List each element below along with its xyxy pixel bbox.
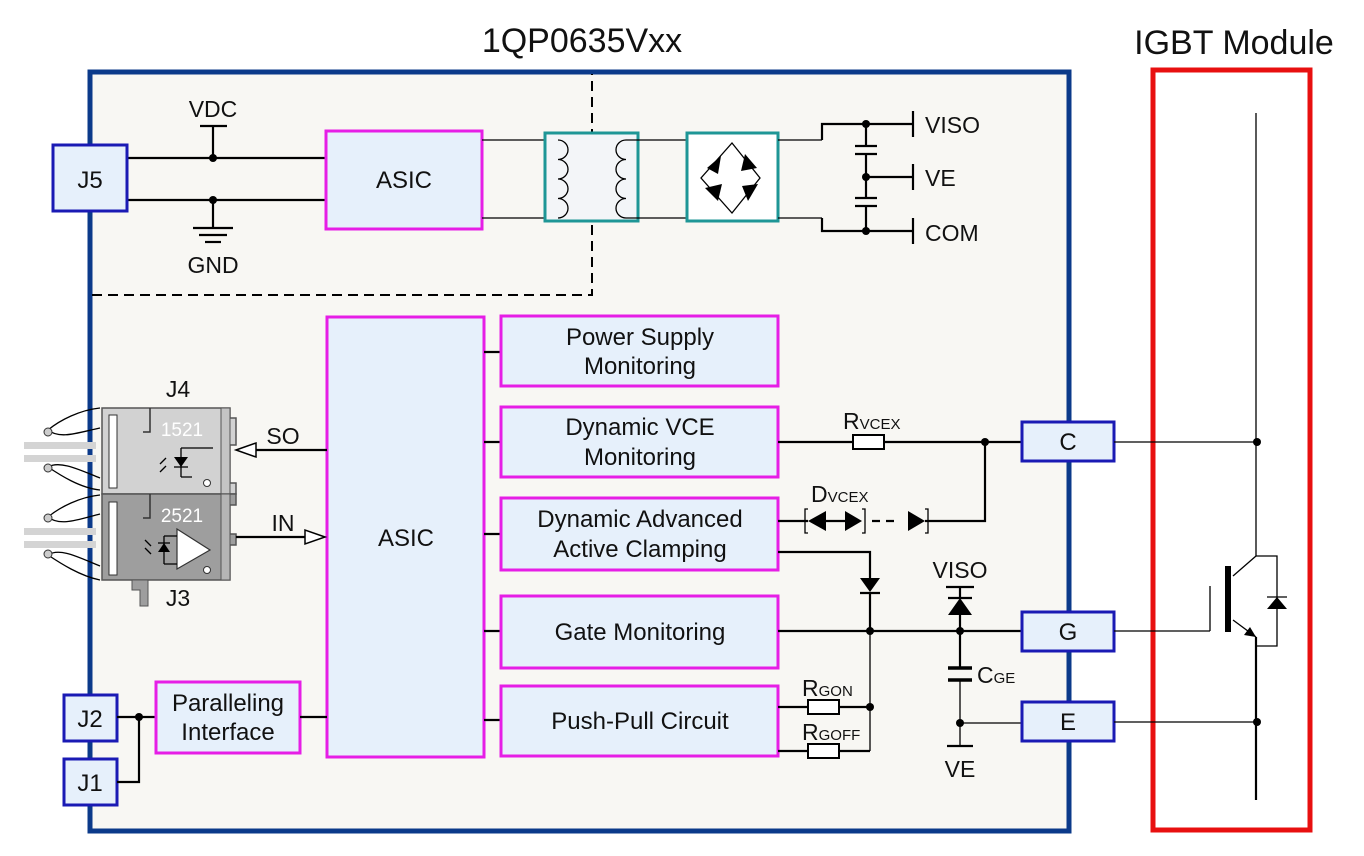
block-label-line2: Active Clamping <box>553 536 726 563</box>
terminal-c[interactable] <box>1020 420 1116 463</box>
igbt-module-outline <box>1150 67 1313 833</box>
cge-label: CGE <box>977 662 1015 688</box>
connector-j5-label: J5 <box>77 167 102 194</box>
paralleling-label-line1: Paralleling <box>172 690 284 717</box>
block-label: Gate Monitoring <box>555 619 726 646</box>
gnd-icon <box>209 196 217 204</box>
connector-j2-label: J2 <box>77 706 102 733</box>
j4-label: J4 <box>166 376 191 402</box>
main-asic-block <box>325 315 486 759</box>
connector-j5[interactable] <box>51 143 129 213</box>
driver-terminals: C G E <box>1020 420 1116 743</box>
vdc-label: VDC <box>189 96 238 122</box>
j4-part-number: 1521 <box>161 420 203 441</box>
freewheel-diode-icon <box>1267 597 1287 609</box>
ve-clamp-label: VE <box>945 756 976 782</box>
block-label-line1: Dynamic Advanced <box>537 506 742 533</box>
power-section: VDC GND J5 ASIC <box>51 96 980 278</box>
power-asic-label: ASIC <box>376 167 432 194</box>
rectifier-bridge-icon <box>685 131 780 223</box>
terminal-e[interactable] <box>1020 700 1116 743</box>
driver-title: 1QP0635Vxx <box>482 22 682 60</box>
com-output-label: COM <box>925 220 979 246</box>
block-label: Push-Pull Circuit <box>551 708 729 735</box>
power-supply-monitoring-block <box>499 314 780 388</box>
terminal-c-label: C <box>1059 429 1076 456</box>
active-clamping-block <box>499 496 780 572</box>
rvcex-label: RVCEX <box>843 408 900 434</box>
paralleling-section: J2 J1 Paralleling Interface <box>62 680 327 807</box>
paralleling-label-line2: Interface <box>181 719 274 746</box>
block-label-line2: Monitoring <box>584 444 696 471</box>
power-asic-block <box>324 129 484 231</box>
rgoff-resistor-icon <box>807 743 840 759</box>
connector-j1[interactable] <box>62 757 119 807</box>
j3-part-number: 2521 <box>161 506 203 527</box>
in-signal-label: IN <box>272 510 295 536</box>
push-pull-circuit-block <box>499 684 780 758</box>
dynamic-vce-monitoring-block <box>499 405 780 479</box>
igbt-symbol <box>1114 113 1287 800</box>
zener-diode-icon <box>948 598 972 615</box>
gnd-label: GND <box>187 252 238 278</box>
dvcex-diode-icon <box>808 511 826 531</box>
terminal-g-label: G <box>1059 619 1078 646</box>
block-label-line2: Monitoring <box>584 353 696 380</box>
transformer-icon <box>543 131 640 223</box>
rvcex-resistor-icon <box>852 434 885 450</box>
ve-output-label: VE <box>925 165 956 191</box>
block-label-line1: Power Supply <box>566 324 714 351</box>
rgon-resistor-icon <box>807 699 840 715</box>
terminal-e-label: E <box>1060 709 1076 736</box>
block-label-line1: Dynamic VCE <box>565 414 714 441</box>
function-blocks: Power Supply Monitoring Dynamic VCE Moni… <box>484 314 780 758</box>
main-asic-label: ASIC <box>378 525 434 552</box>
dvcex-label: DVCEX <box>811 481 868 507</box>
output-network: RVCEX DVCEX RGON RGOFF VISO <box>778 408 1022 782</box>
viso-clamp-label: VISO <box>933 557 988 583</box>
rgon-label: RGON <box>802 675 853 701</box>
fiber-optic-connectors: 1521 J4 2521 J3 SO IN <box>24 376 328 611</box>
connector-j1-label: J1 <box>77 770 102 797</box>
j3-transmitter-icon <box>101 493 237 581</box>
clamp-diode-icon <box>860 578 880 592</box>
igbt-gate-icon <box>1225 566 1231 632</box>
so-signal-label: SO <box>266 423 299 449</box>
j3-label: J3 <box>166 585 190 611</box>
viso-output-label: VISO <box>925 112 980 138</box>
igbt-module-title: IGBT Module <box>1134 24 1334 62</box>
rgoff-label: RGOFF <box>802 719 860 745</box>
